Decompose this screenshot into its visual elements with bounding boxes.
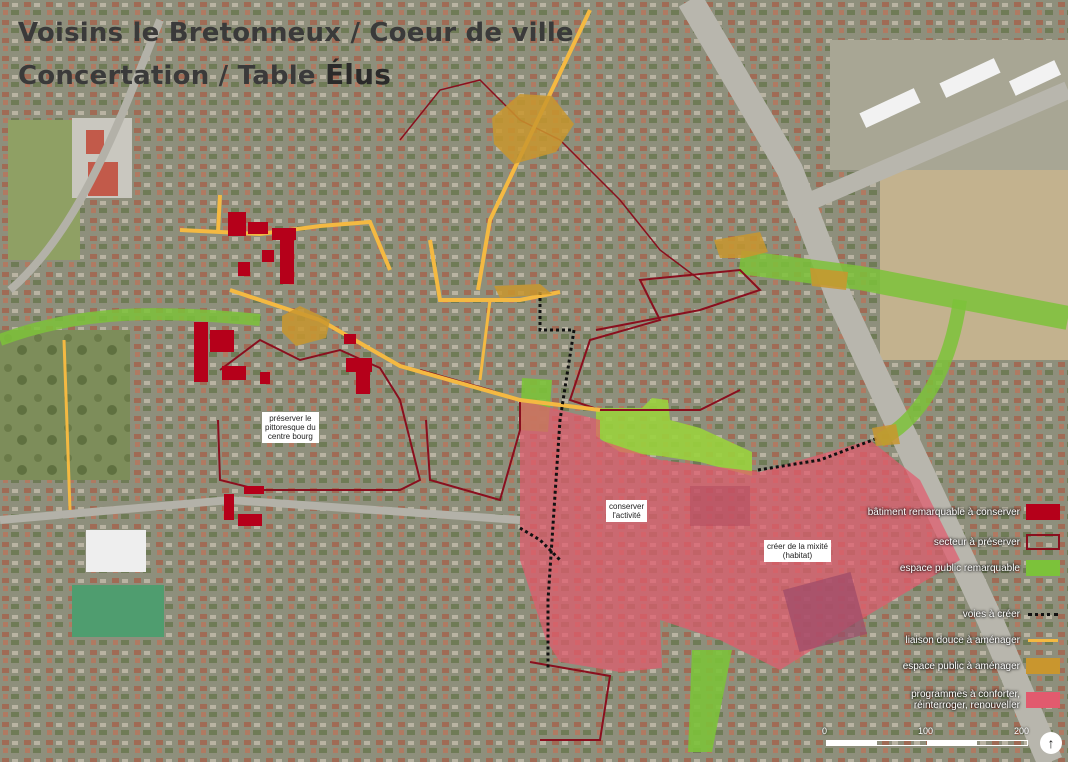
label-preserve-centre-bourg: préserver le pittoresque du centre bourg bbox=[262, 412, 319, 443]
soft-link-centre bbox=[428, 239, 561, 302]
remarkable-building bbox=[272, 228, 296, 240]
remarkable-building bbox=[222, 366, 246, 380]
label-line: (habitat) bbox=[782, 551, 813, 560]
label-line: l'activité bbox=[612, 511, 641, 520]
legend-item-sector-preserve: secteur à préserver bbox=[934, 532, 1060, 552]
new-road-link bbox=[519, 526, 562, 562]
legend-symbol-red-outline bbox=[1026, 534, 1060, 550]
building bbox=[939, 58, 1001, 98]
label-keep-activity: conserver l'activité bbox=[606, 500, 648, 522]
green-strip bbox=[688, 650, 732, 752]
sports-hall bbox=[86, 530, 146, 572]
ochre-space-plaza bbox=[494, 284, 552, 298]
soft-link-main bbox=[229, 288, 601, 412]
sports-courts bbox=[72, 585, 164, 637]
legend-label: bâtiment remarquable à conserver bbox=[867, 506, 1020, 518]
legend-item-programmes: programmes à conforter, réinterroger, re… bbox=[870, 686, 1060, 714]
scale-bar-graphic bbox=[826, 740, 1028, 746]
open-land bbox=[880, 160, 1068, 360]
green-plaza bbox=[596, 398, 752, 476]
soft-link-park bbox=[62, 339, 72, 511]
building bbox=[1008, 60, 1062, 96]
legend-label: secteur à préserver bbox=[933, 536, 1020, 548]
legend-item-new-roads: voies à créer bbox=[963, 604, 1060, 624]
legend-symbol-pink bbox=[1026, 692, 1060, 708]
remarkable-building bbox=[344, 334, 356, 344]
ochre-space-road bbox=[810, 268, 848, 290]
legend-item-remarkable-public-space: espace public remarquable bbox=[900, 558, 1060, 578]
remarkable-building bbox=[248, 222, 268, 234]
tennis-court bbox=[86, 130, 104, 154]
soft-link-north bbox=[476, 9, 592, 291]
scale-tick: 0 bbox=[822, 726, 828, 736]
ochre-space-south bbox=[872, 424, 900, 446]
label-line: créer de la mixité bbox=[767, 542, 828, 551]
remarkable-building bbox=[228, 212, 246, 236]
scale-tick: 200 bbox=[1014, 726, 1030, 736]
remarkable-building bbox=[262, 250, 274, 262]
new-road-east bbox=[757, 436, 879, 472]
legend-item-soft-link: liaison douce à aménager bbox=[905, 630, 1060, 650]
label-line: conserver bbox=[609, 502, 645, 511]
soft-link-drop bbox=[478, 299, 492, 381]
remarkable-building bbox=[238, 262, 250, 276]
remarkable-building bbox=[210, 330, 234, 352]
legend-label: programmes à conforter, réinterroger, re… bbox=[911, 689, 1020, 711]
scale-bar: 0 100 200 bbox=[822, 726, 1030, 750]
legend-symbol-green bbox=[1026, 560, 1060, 576]
sector-south bbox=[529, 661, 612, 741]
ochre-space-north bbox=[492, 94, 574, 164]
shed bbox=[782, 572, 868, 652]
sector-east bbox=[568, 268, 762, 411]
legend-item-public-space-to-develop: espace public à aménager bbox=[903, 656, 1060, 676]
new-road-vertical bbox=[538, 292, 576, 670]
north-arrow-icon: ↑ bbox=[1040, 732, 1062, 754]
legend-label: espace public à aménager bbox=[902, 660, 1020, 672]
legend-symbol-yellow-line bbox=[1026, 632, 1060, 648]
legend-label: espace public remarquable bbox=[899, 562, 1020, 574]
remarkable-building bbox=[224, 494, 234, 520]
legend-label: liaison douce à aménager bbox=[905, 634, 1020, 646]
label-line: préserver le bbox=[269, 414, 312, 423]
scale-tick: 100 bbox=[918, 726, 934, 736]
legend-symbol-dotted bbox=[1026, 606, 1060, 622]
soft-link-branch bbox=[216, 194, 222, 233]
remarkable-building bbox=[244, 486, 264, 494]
legend-symbol-ochre bbox=[1026, 658, 1060, 674]
legend-symbol-red-building bbox=[1026, 504, 1060, 520]
street bbox=[7, 18, 164, 294]
label-line: pittoresque du bbox=[265, 423, 316, 432]
main-road bbox=[678, 0, 1062, 762]
cross-road bbox=[786, 81, 1068, 219]
remarkable-building bbox=[194, 322, 208, 382]
green-corridor-east bbox=[738, 250, 1068, 330]
remarkable-building bbox=[260, 372, 270, 384]
sports-field bbox=[8, 120, 80, 260]
ochre-space-centre bbox=[282, 306, 330, 346]
title-prefix: Concertation / Table bbox=[18, 61, 325, 91]
remarkable-building bbox=[356, 372, 370, 394]
remarkable-building bbox=[346, 358, 372, 372]
green-corridor-west bbox=[0, 308, 261, 346]
remarkable-building bbox=[280, 240, 294, 284]
label-line: centre bourg bbox=[267, 432, 313, 441]
ochre-space-junction bbox=[714, 232, 768, 258]
shed bbox=[690, 486, 750, 526]
legend-label: voies à créer bbox=[962, 608, 1020, 620]
legend-item-remarkable-building: bâtiment remarquable à conserver bbox=[868, 502, 1060, 522]
remarkable-building bbox=[238, 514, 262, 526]
label-create-mixity: créer de la mixité (habitat) bbox=[764, 540, 831, 562]
map-title-line2: Concertation / Table Élus bbox=[18, 58, 391, 91]
building bbox=[859, 88, 921, 128]
title-accent: Élus bbox=[324, 58, 392, 91]
map-title-line1: Voisins le Bretonneux / Coeur de ville bbox=[18, 18, 574, 48]
